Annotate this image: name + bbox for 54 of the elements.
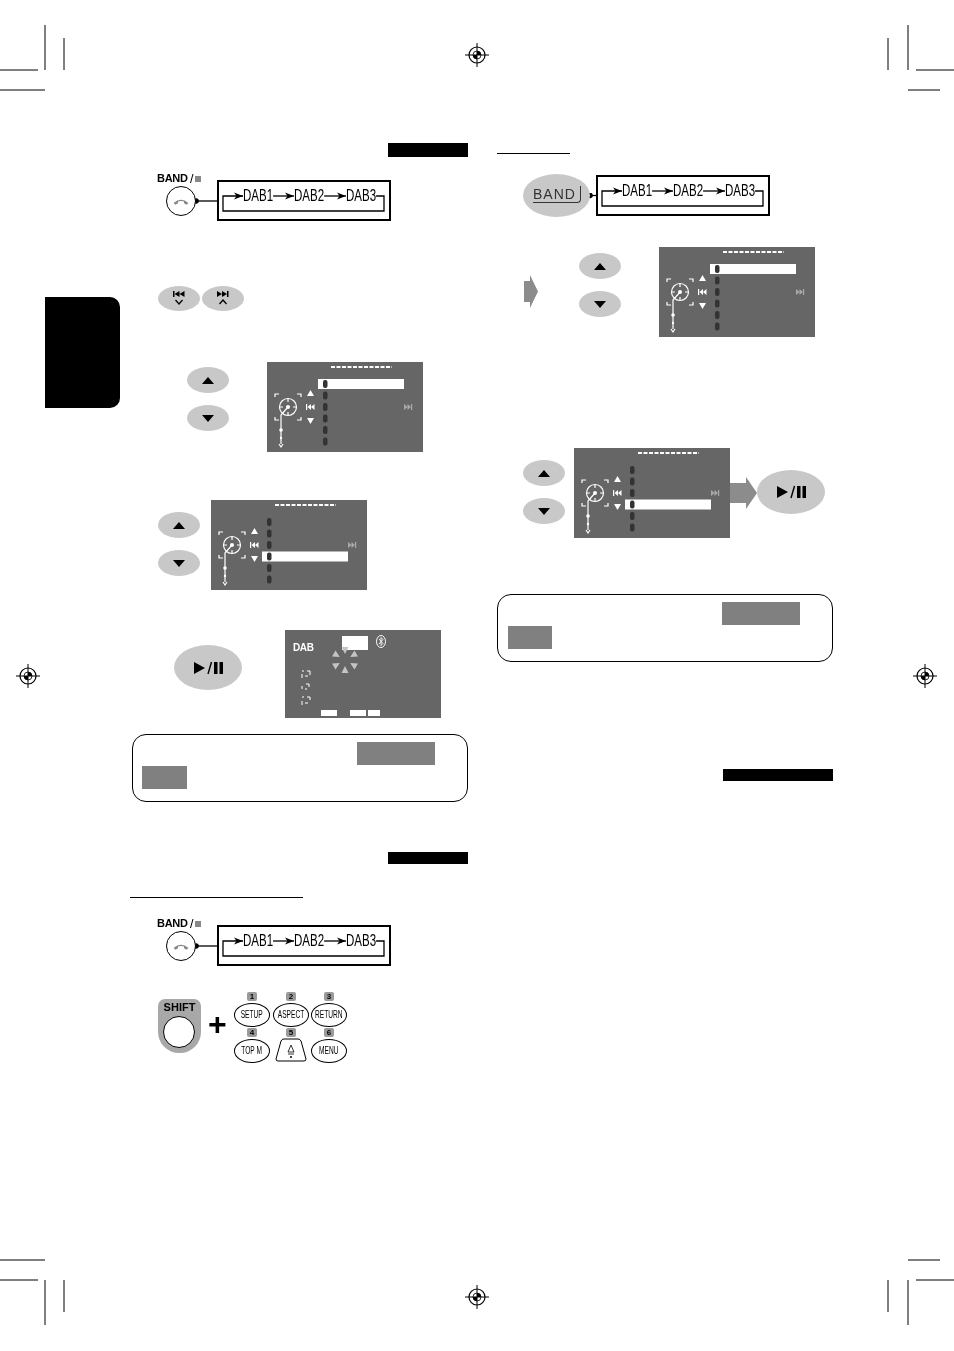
note-box xyxy=(132,734,468,802)
menu-screen xyxy=(267,362,423,452)
band-button: BAND xyxy=(523,174,590,217)
shaded-block xyxy=(722,602,800,625)
section-tab xyxy=(45,297,120,408)
band-name: DAB2 xyxy=(294,932,325,950)
number-badge: 1 xyxy=(247,992,257,1001)
number-badge: 6 xyxy=(324,1028,334,1037)
remote-key: TOP M xyxy=(234,1039,270,1063)
number-badge: 4 xyxy=(247,1028,257,1037)
number-badge: 3 xyxy=(324,992,334,1001)
button-label: BAND xyxy=(157,917,188,929)
button-label: BAND xyxy=(157,172,188,184)
shaded-block xyxy=(142,766,187,789)
number-badge: 5 xyxy=(286,1028,296,1037)
band-name: DAB3 xyxy=(725,182,756,200)
menu-screen xyxy=(574,448,730,538)
heading-bar xyxy=(723,769,833,781)
arrow xyxy=(601,187,764,207)
band-name: DAB1 xyxy=(622,182,653,200)
arrow xyxy=(702,187,726,195)
band-name: DAB1 xyxy=(243,187,274,205)
arrow xyxy=(222,937,385,957)
band-name: DAB1 xyxy=(243,932,274,950)
display-screen xyxy=(285,630,441,718)
display-text: DAB xyxy=(293,642,314,653)
plus-sign: + xyxy=(208,1008,227,1040)
band-cycle-frame xyxy=(217,925,391,966)
block-arrow xyxy=(730,477,757,509)
number-badge: 2 xyxy=(286,992,296,1001)
heading-bar xyxy=(388,852,468,864)
band-name: DAB2 xyxy=(294,187,325,205)
arrow xyxy=(222,192,385,212)
remote-key: SETUP xyxy=(234,1003,270,1027)
band-cycle-frame xyxy=(217,180,391,221)
arrow xyxy=(272,192,295,200)
band-cycle-frame xyxy=(596,175,770,216)
arrow xyxy=(323,937,347,945)
note-box xyxy=(497,594,833,662)
remote-key: RETURN xyxy=(311,1003,347,1027)
arrow xyxy=(323,192,347,200)
menu-screen xyxy=(211,500,367,590)
shaded-block xyxy=(508,626,552,649)
shaded-block xyxy=(357,742,435,765)
arrow xyxy=(651,187,674,195)
band-name: DAB3 xyxy=(346,187,377,205)
menu-screen xyxy=(659,247,815,337)
heading-bar xyxy=(388,143,468,157)
band-name: DAB3 xyxy=(346,932,377,950)
remote-key: ASPECT xyxy=(273,1003,309,1027)
band-name: DAB2 xyxy=(673,182,704,200)
remote-key: MENU xyxy=(311,1039,347,1063)
arrow xyxy=(272,937,295,945)
shift-key: SHIFT xyxy=(158,999,201,1053)
